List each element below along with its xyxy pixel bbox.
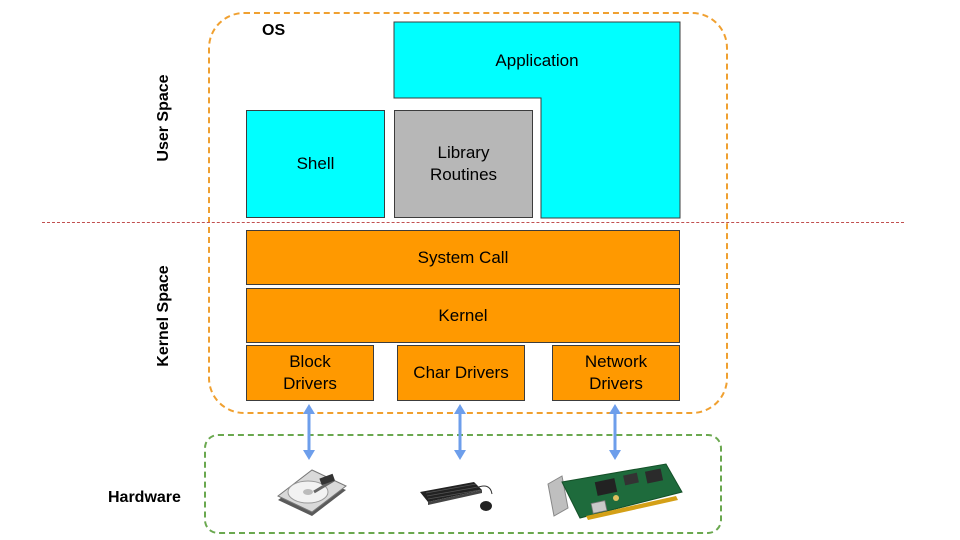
kernel-box: Kernel — [246, 288, 680, 343]
user-kernel-divider — [42, 222, 904, 223]
block-driver-arrow — [303, 404, 315, 460]
char-drivers-box: Char Drivers — [397, 345, 525, 401]
hard-disk-icon — [277, 469, 347, 516]
network-driver-arrow — [609, 404, 621, 460]
hardware-label: Hardware — [108, 489, 181, 506]
library-routines-box: Library Routines — [394, 110, 533, 218]
application-box — [393, 21, 681, 219]
char-driver-arrow — [454, 404, 466, 460]
application-label: Application — [495, 51, 579, 70]
keyboard-mouse-icon — [420, 482, 493, 511]
system-call-box: System Call — [246, 230, 680, 285]
shell-box: Shell — [246, 110, 385, 218]
hardware-boundary — [204, 434, 722, 534]
network-drivers-box: Network Drivers — [552, 345, 680, 401]
block-drivers-box: Block Drivers — [246, 345, 374, 401]
kernel-space-label: Kernel Space — [155, 265, 172, 367]
os-boundary — [208, 12, 728, 414]
os-label: OS — [262, 22, 286, 39]
user-space-label: User Space — [155, 74, 172, 162]
network-card-icon — [547, 463, 683, 520]
